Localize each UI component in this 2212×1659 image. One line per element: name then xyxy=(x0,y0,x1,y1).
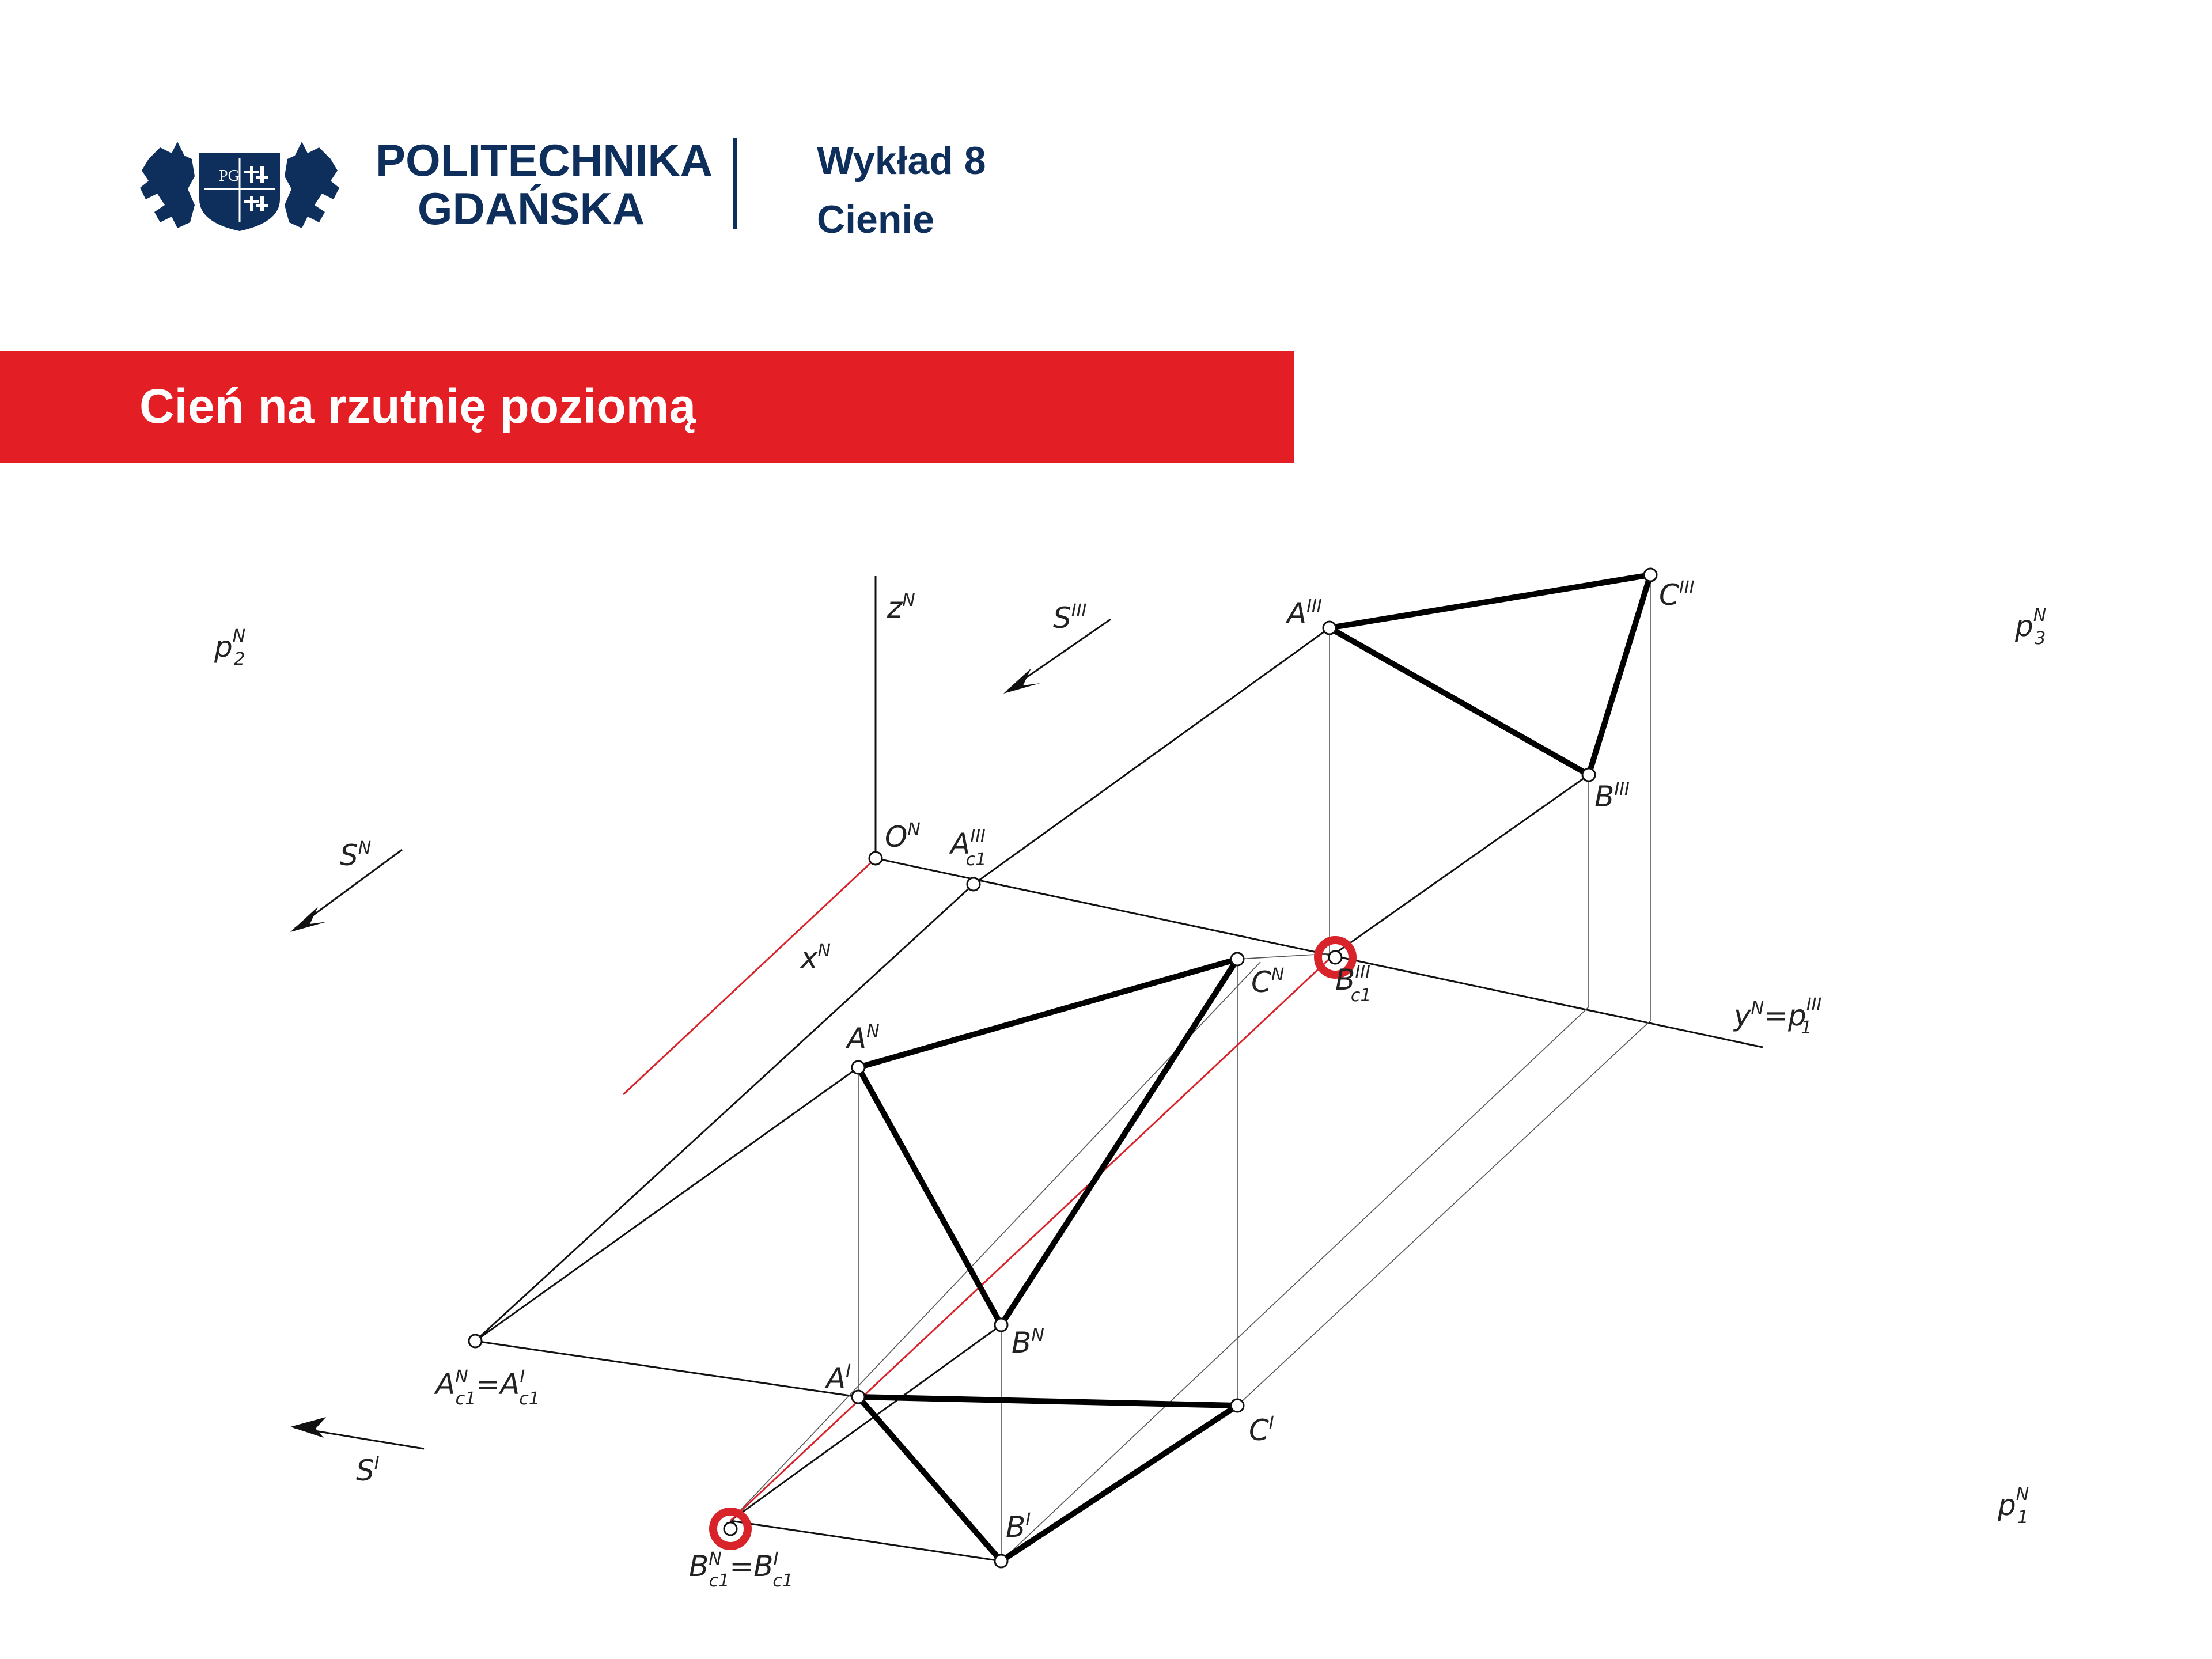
point-ac1-profile xyxy=(966,877,981,892)
projection-line xyxy=(730,1520,1002,1562)
label-x-axis: xN xyxy=(800,941,831,975)
lecture-number: Wykład 8 xyxy=(817,139,986,183)
triangle-profile-view xyxy=(1327,572,1653,778)
hairlines xyxy=(730,575,1651,1562)
points xyxy=(468,567,1658,1569)
triangle-axonometric-view xyxy=(855,956,1240,1328)
lecture-info: Wykład 8 Cienie xyxy=(817,131,986,249)
university-name-line2: GDAŃSKA xyxy=(417,183,645,234)
label-sn: SN xyxy=(340,838,371,872)
point-c1 xyxy=(1230,1398,1245,1413)
x-axis-red xyxy=(622,857,877,1096)
highlight-bc1-plan xyxy=(709,1508,752,1550)
highlight-rings xyxy=(709,936,1357,1550)
header-divider xyxy=(733,138,737,229)
light-ray-lines xyxy=(622,857,1336,1522)
arrow-s1-head xyxy=(290,1417,326,1438)
projection-line xyxy=(475,1340,859,1398)
point-cn xyxy=(1230,952,1245,967)
label-c1: CI xyxy=(1249,1413,1274,1447)
label-b1: BI xyxy=(1006,1510,1031,1544)
label-an: AN xyxy=(845,1021,880,1055)
arrow-sn-head xyxy=(290,907,327,932)
highlight-bc1-profile xyxy=(1314,936,1357,979)
label-b3: BIII xyxy=(1594,779,1630,813)
slide-title: Cień na rzutnię poziomą xyxy=(139,379,696,433)
university-name-line1: POLITECHNIKA xyxy=(376,135,713,185)
light-labels: SIII SN SI xyxy=(340,601,1086,1487)
lecture-topic: Cienie xyxy=(817,198,935,241)
svg-text:PG: PG xyxy=(219,167,240,185)
triangles xyxy=(855,572,1653,1564)
point-a1 xyxy=(851,1389,866,1404)
projection-line xyxy=(475,1066,859,1342)
point-bc1-profile xyxy=(1328,950,1343,965)
projection-line xyxy=(474,883,975,1342)
title-banner xyxy=(0,351,1294,463)
label-z-axis: zN xyxy=(887,590,915,624)
light-direction-arrows xyxy=(290,618,1111,1450)
point-c3 xyxy=(1643,567,1658,582)
label-a3: AIII xyxy=(1285,596,1322,630)
projection-line xyxy=(1335,774,1589,955)
light-ray-red xyxy=(729,952,1336,1522)
point-bc1-plan xyxy=(723,1521,738,1536)
projection-line xyxy=(730,1324,1002,1522)
university-name: POLITECHNIKA GDAŃSKA xyxy=(376,135,713,234)
projection-hairline xyxy=(1001,1006,1589,1562)
university-emblem-icon: PG xyxy=(140,142,339,231)
arrow-s3-head xyxy=(1003,668,1040,694)
label-origin: ON xyxy=(885,820,921,854)
label-c3: CIII xyxy=(1659,578,1695,612)
construction-lines xyxy=(474,576,1763,1562)
label-cn: CN xyxy=(1251,965,1284,999)
projection-hairline xyxy=(1237,1020,1651,1406)
label-s3: SIII xyxy=(1053,601,1086,635)
point-o xyxy=(868,851,883,866)
point-a3 xyxy=(1322,620,1337,635)
point-bn xyxy=(994,1317,1009,1332)
label-a1: AI xyxy=(824,1361,851,1395)
header: PG POLITECHNIKA GDAŃSKA Wykład 8 Cienie xyxy=(0,0,2212,346)
projection-line xyxy=(973,627,1330,885)
label-bn: BN xyxy=(1012,1325,1044,1359)
point-b3 xyxy=(1581,767,1596,782)
triangle-plan-view xyxy=(855,1394,1240,1564)
point-ac1-n xyxy=(468,1334,483,1349)
point-an xyxy=(851,1060,866,1075)
label-s1: SI xyxy=(356,1453,380,1487)
point-b1 xyxy=(994,1554,1009,1569)
